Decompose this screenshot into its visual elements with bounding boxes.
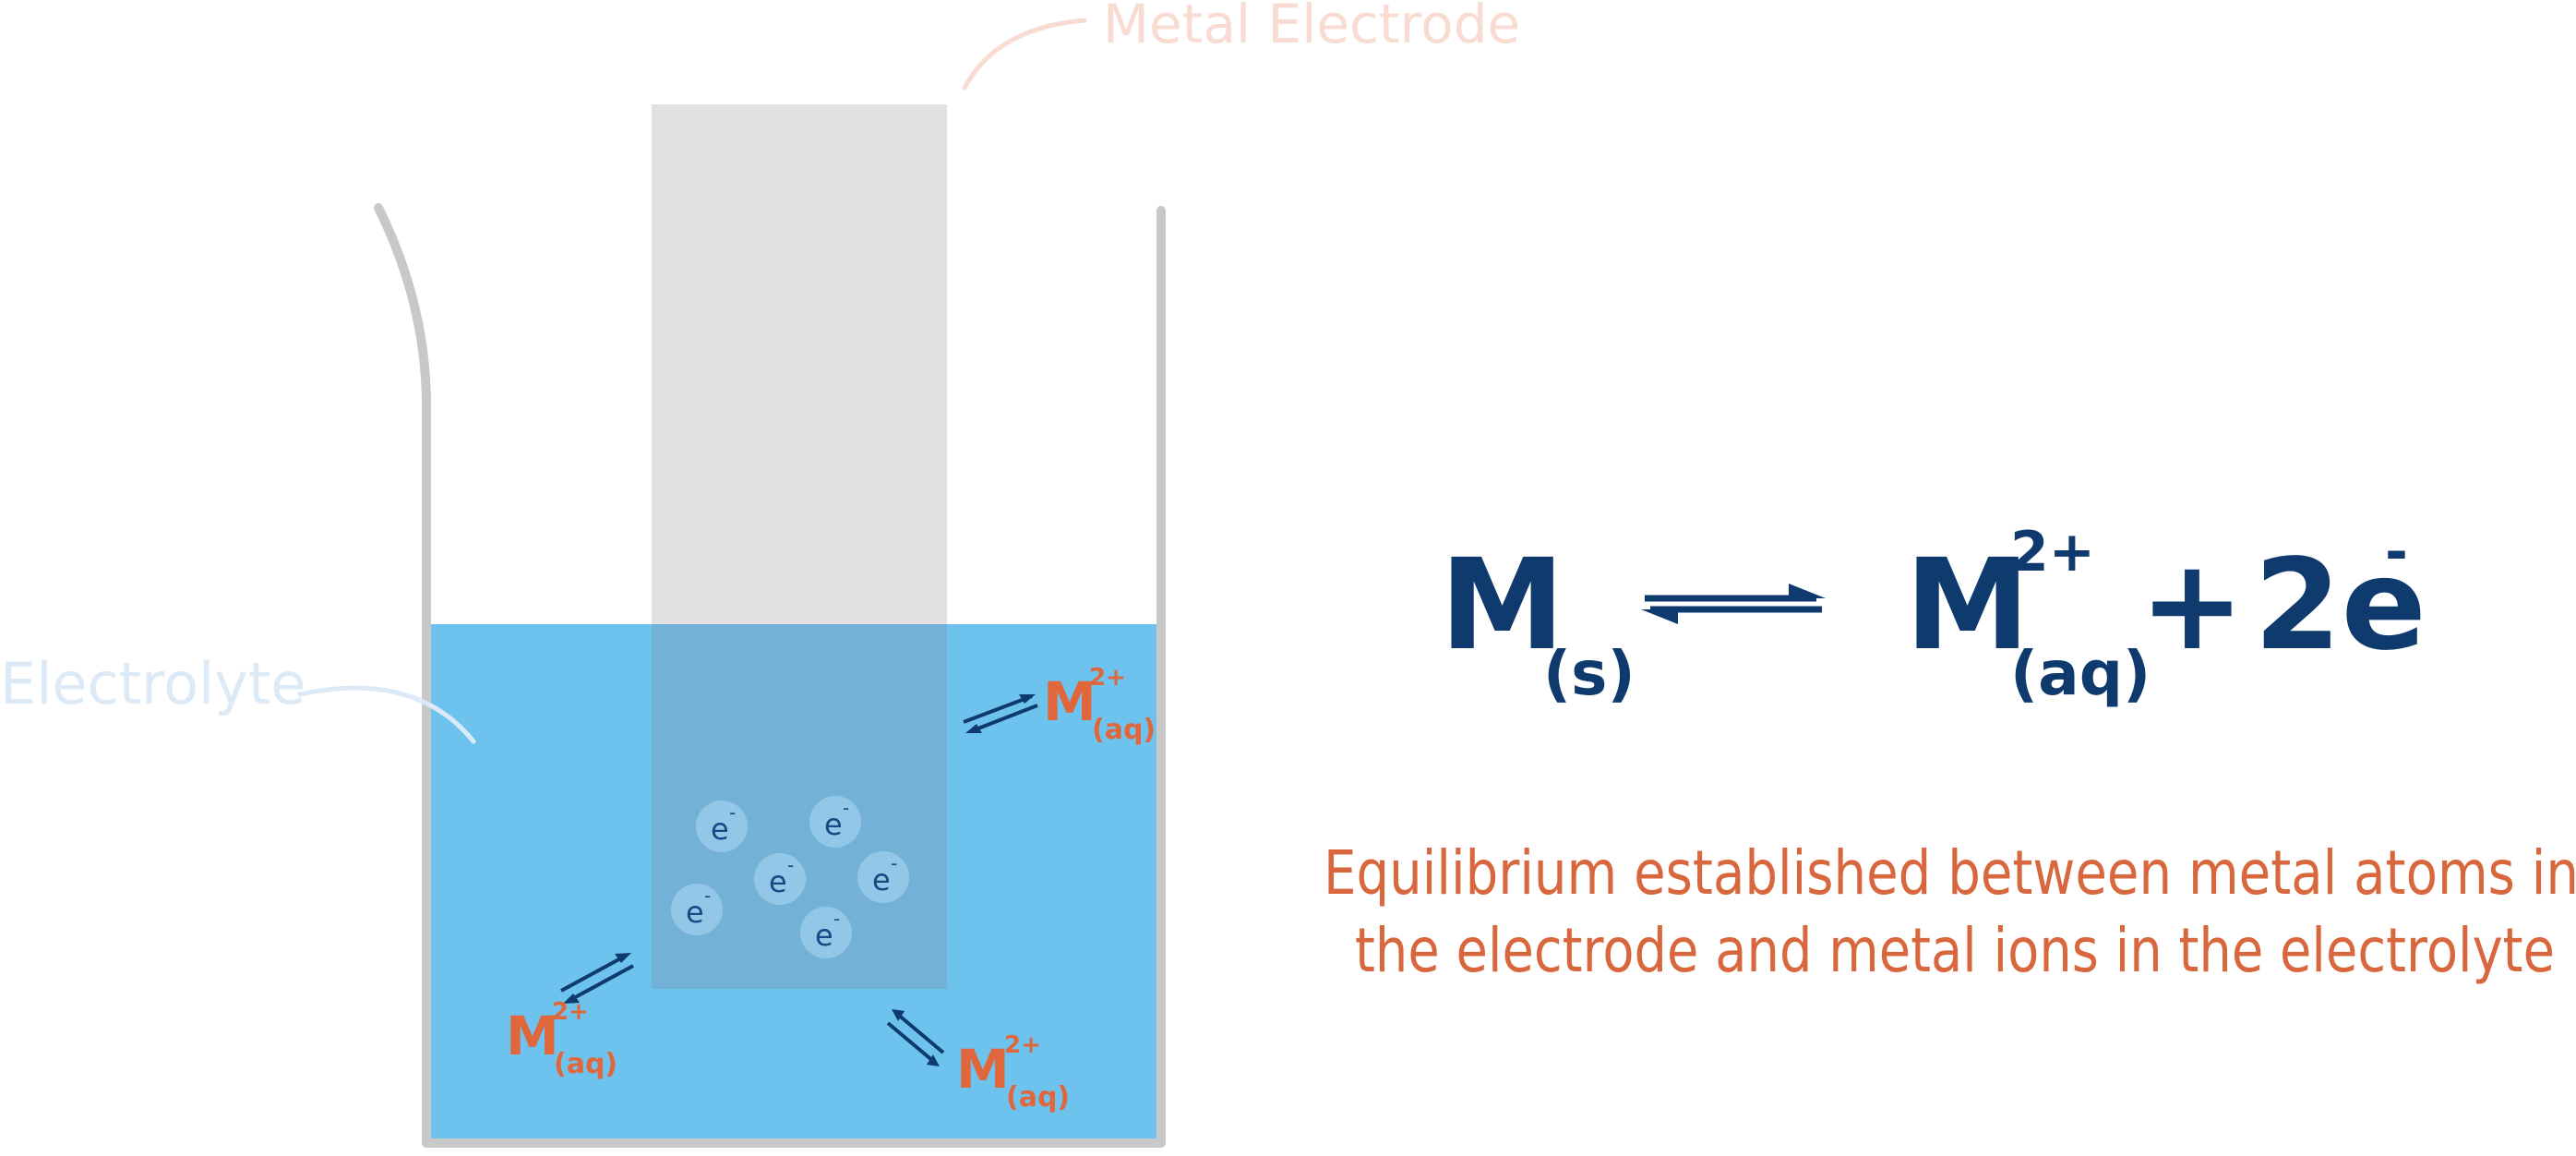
- svg-text:e: e: [815, 918, 833, 953]
- electrolyte-label: Electrolyte: [0, 650, 306, 717]
- svg-text:2+: 2+: [1089, 664, 1126, 692]
- svg-text:(aq): (aq): [1092, 714, 1156, 746]
- svg-text:e: e: [872, 862, 891, 897]
- equilibrium-arrows-small: [963, 694, 1038, 733]
- electron: e -: [754, 853, 806, 905]
- svg-text:M: M: [506, 1005, 559, 1067]
- svg-text:-: -: [704, 885, 711, 907]
- equation-right-symbol: M: [1905, 533, 2030, 679]
- electron: e -: [696, 801, 748, 852]
- svg-text:-: -: [729, 801, 736, 824]
- equation-right-charge: 2+: [2010, 520, 2095, 584]
- svg-text:M: M: [1043, 670, 1096, 733]
- electron: e -: [671, 884, 723, 935]
- equilibrium-arrow: [1641, 584, 1826, 624]
- equilibrium-arrows-small: [886, 1009, 945, 1066]
- svg-text:e: e: [686, 895, 704, 930]
- equilibrium-arrows-small: [560, 953, 634, 1004]
- equation-left-symbol: M: [1440, 533, 1564, 679]
- equation-electrons-charge: -: [2385, 520, 2408, 584]
- equation-electrons: 2e: [2254, 533, 2426, 679]
- electron: e -: [809, 796, 861, 848]
- caption-line-2: the electrode and metal ions in the elec…: [1355, 915, 2555, 986]
- caption-line-1: Equilibrium established between metal at…: [1324, 837, 2576, 909]
- svg-text:-: -: [787, 854, 794, 876]
- svg-text:2+: 2+: [1004, 1031, 1041, 1059]
- caption: Equilibrium established between metal at…: [1324, 837, 2576, 986]
- electrode-label: Metal Electrode: [1103, 0, 1520, 55]
- electrode-label-leader: [962, 18, 1087, 90]
- metal-electrode: [652, 104, 947, 624]
- svg-text:-: -: [833, 908, 840, 930]
- svg-text:2+: 2+: [552, 998, 589, 1026]
- ion-bottom-right: M 2+ (aq): [886, 1009, 1070, 1114]
- ion-bottom-left: M 2+ (aq): [506, 953, 634, 1080]
- svg-text:e: e: [711, 812, 729, 847]
- beaker-outline: [374, 203, 1166, 1148]
- svg-text:(aq): (aq): [1006, 1081, 1070, 1114]
- equation-right-state: (aq): [2010, 638, 2151, 709]
- equation-plus: +: [2139, 533, 2245, 679]
- svg-text:e: e: [769, 864, 787, 899]
- electrolyte-label-leader: [297, 685, 476, 744]
- svg-text:M: M: [956, 1038, 1010, 1101]
- svg-text:-: -: [843, 797, 849, 819]
- svg-text:(aq): (aq): [554, 1048, 617, 1080]
- electron-group: e - e - e - e - e - e -: [671, 796, 909, 958]
- svg-text:e: e: [824, 807, 843, 842]
- svg-text:-: -: [891, 852, 897, 874]
- electron: e -: [800, 907, 852, 958]
- ion-top-right: M 2+ (aq): [963, 664, 1156, 746]
- half-equation: M (s) M 2+ (aq) + 2e -: [1440, 520, 2426, 709]
- equation-left-state: (s): [1543, 638, 1635, 709]
- electron: e -: [857, 851, 909, 903]
